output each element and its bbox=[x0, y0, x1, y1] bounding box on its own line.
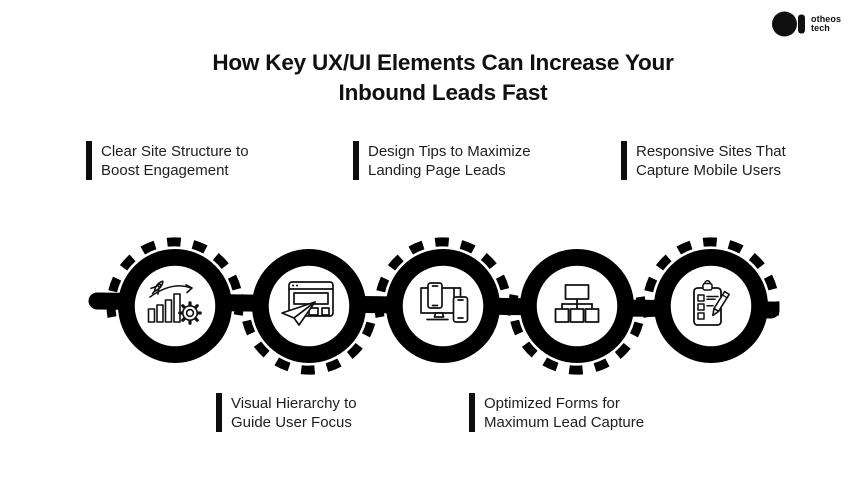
page-title-line2: Inbound Leads Fast bbox=[338, 80, 548, 105]
dashed-ring-bottom bbox=[508, 294, 646, 375]
page-title-line1: How Key UX/UI Elements Can Increase Your bbox=[212, 50, 674, 75]
callout-line: Maximum Lead Capture bbox=[484, 414, 645, 431]
brand-suffix: tech bbox=[811, 23, 830, 33]
page-title: How Key UX/UI Elements Can Increase Your… bbox=[38, 48, 848, 108]
callout-line: Optimized Forms for bbox=[484, 395, 620, 412]
dashed-ring-top bbox=[106, 237, 244, 318]
step-circle-2 bbox=[252, 249, 366, 363]
step-circle-5 bbox=[654, 249, 768, 363]
callout-marker-bar bbox=[86, 141, 92, 180]
callout-line: Landing Page Leads bbox=[368, 162, 506, 179]
callout-marker-bar bbox=[353, 141, 359, 180]
dashed-ring-bottom bbox=[240, 294, 378, 375]
form-checklist-pencil-icon bbox=[693, 280, 730, 326]
callout-responsive-sites: Responsive Sites That Capture Mobile Use… bbox=[621, 141, 786, 180]
callout-line: Boost Engagement bbox=[101, 162, 229, 179]
brand-logo: otheos tech bbox=[772, 10, 841, 38]
dashed-ring-top bbox=[374, 237, 512, 318]
step-circle-3 bbox=[386, 249, 500, 363]
callout-marker-bar bbox=[216, 393, 222, 432]
callout-visual-hierarchy: Visual Hierarchy to Guide User Focus bbox=[216, 393, 357, 432]
growth-rocket-gear-icon bbox=[147, 280, 202, 325]
callout-marker-bar bbox=[621, 141, 627, 180]
landing-page-plane-icon bbox=[281, 281, 334, 326]
sitemap-icon bbox=[554, 284, 600, 323]
callout-design-tips: Design Tips to Maximize Landing Page Lea… bbox=[353, 141, 531, 180]
dashed-rings bbox=[106, 237, 780, 375]
dashed-ring-top bbox=[642, 237, 780, 318]
chain-diagram bbox=[88, 237, 780, 375]
callout-line: Guide User Focus bbox=[231, 414, 352, 431]
callout-line: Clear Site Structure to bbox=[101, 143, 249, 160]
step-circle-4 bbox=[520, 249, 634, 363]
step-circle-1 bbox=[118, 249, 232, 363]
callout-line: Visual Hierarchy to bbox=[231, 395, 357, 412]
callout-optimized-forms: Optimized Forms for Maximum Lead Capture bbox=[469, 393, 644, 432]
otheos-tech-logo-icon bbox=[772, 11, 805, 37]
callout-site-structure: Clear Site Structure to Boost Engagement bbox=[86, 141, 249, 180]
callout-line: Design Tips to Maximize bbox=[368, 143, 531, 160]
callout-line: Responsive Sites That bbox=[636, 143, 786, 160]
callout-marker-bar bbox=[469, 393, 475, 432]
callout-line: Capture Mobile Users bbox=[636, 162, 782, 179]
brand-name: otheos bbox=[811, 13, 842, 24]
responsive-devices-icon bbox=[420, 282, 469, 323]
